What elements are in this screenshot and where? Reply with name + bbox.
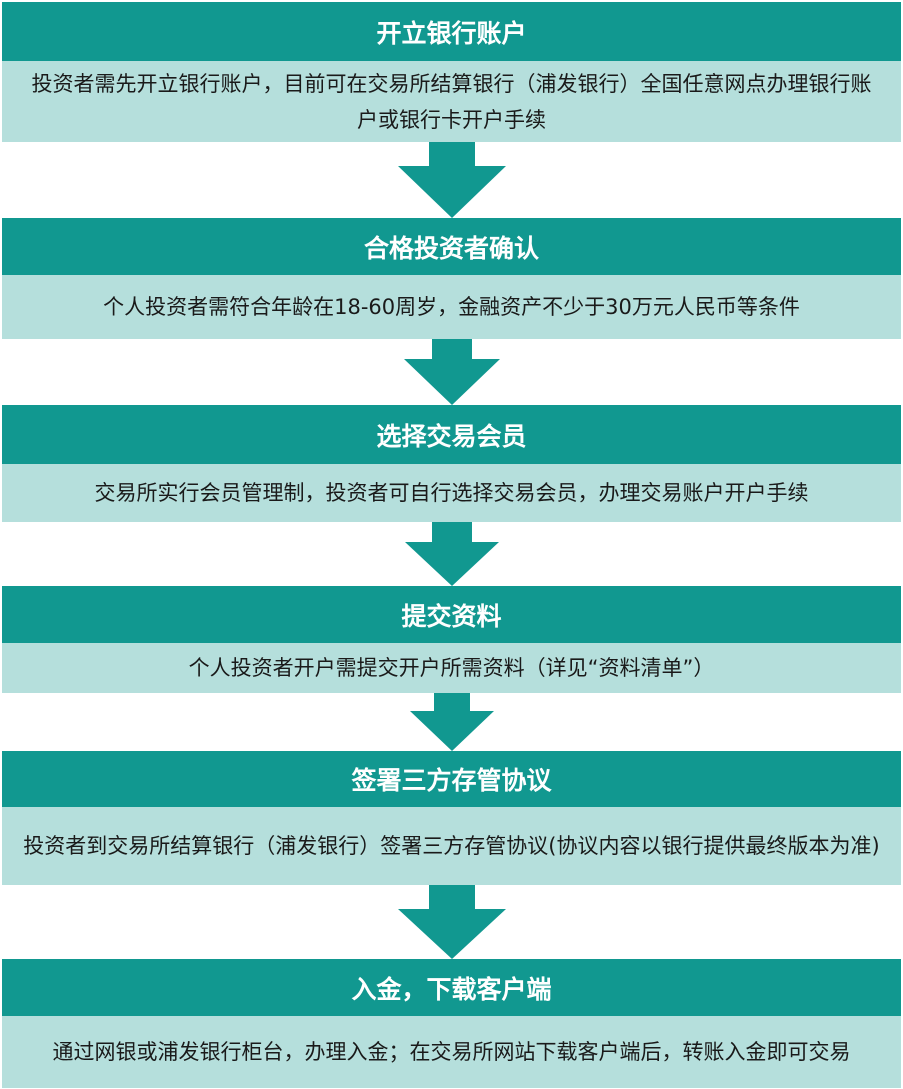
step-5-title: 签署三方存管协议 [2,751,901,807]
arrow-down-icon [404,339,500,405]
step-4-description: 个人投资者开户需提交开户所需资料（详见“资料清单”） [2,643,901,693]
step-3-description: 交易所实行会员管理制，投资者可自行选择交易会员，办理交易账户开户手续 [2,464,901,522]
step-3-title: 选择交易会员 [2,405,901,464]
step-6-title: 入金，下载客户端 [2,959,901,1016]
arrow-down-icon [398,142,506,218]
step-6-description: 通过网银或浦发银行柜台，办理入金；在交易所网站下载客户端后，转账入金即可交易 [2,1016,901,1088]
step-1-description: 投资者需先开立银行账户，目前可在交易所结算银行（浦发银行）全国任意网点办理银行账… [2,61,901,142]
step-2-title: 合格投资者确认 [2,218,901,275]
step-5-description: 投资者到交易所结算银行（浦发银行）签署三方存管协议(协议内容以银行提供最终版本为… [2,807,901,885]
arrow-down-icon [405,522,499,586]
step-4-title: 提交资料 [2,586,901,643]
step-2-description: 个人投资者需符合年龄在18-60周岁，金融资产不少于30万元人民币等条件 [2,275,901,339]
step-1-title: 开立银行账户 [2,2,901,61]
arrow-down-icon [410,693,494,751]
arrow-down-icon [398,885,506,959]
